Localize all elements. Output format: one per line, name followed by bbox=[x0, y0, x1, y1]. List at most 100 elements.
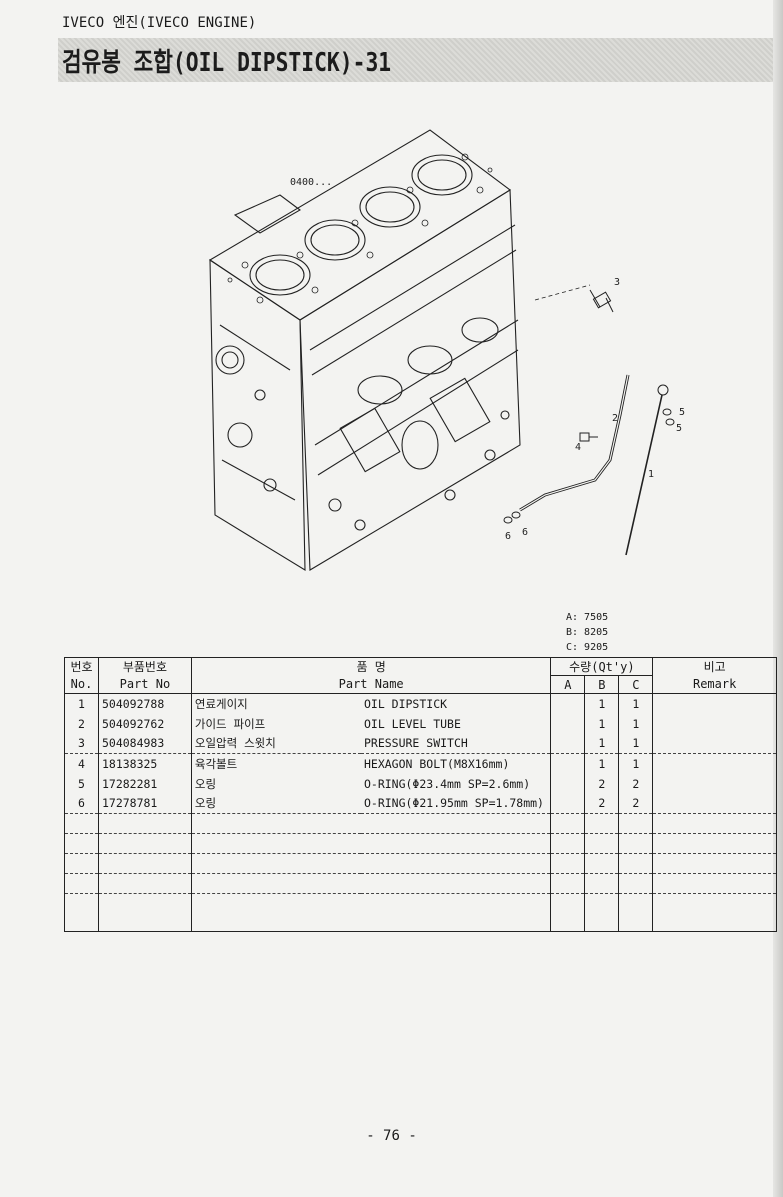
row-name-en: PRESSURE SWITCH bbox=[360, 733, 552, 754]
empty-row bbox=[64, 833, 777, 854]
empty-row bbox=[64, 873, 777, 894]
model-b: B: 8205 bbox=[566, 627, 609, 638]
row-part-no: 18138325 bbox=[97, 753, 192, 774]
row-qty-b: 1 bbox=[584, 693, 620, 714]
row-remark bbox=[652, 733, 777, 754]
model-c: C: 9205 bbox=[566, 642, 609, 653]
page-title: 검유봉 조합(OIL DIPSTICK)-31 bbox=[62, 48, 392, 78]
row-qty-c: 1 bbox=[618, 713, 654, 734]
callout-6b: 6 bbox=[522, 527, 528, 538]
category-header: IVECO 엔진(IVECO ENGINE) bbox=[62, 15, 257, 31]
engine-block-drawing: 0400... 1 2 3 4 5 5 6 6 bbox=[208, 129, 685, 571]
table-row: 3 504084983 오일압력 스윗치 PRESSURE SWITCH 1 1 bbox=[64, 733, 777, 754]
row-name-en: O-RING(Φ21.95mm SP=1.78mm) bbox=[360, 793, 552, 814]
row-name-ko: 오일압력 스윗치 bbox=[190, 733, 361, 754]
callout-5a: 5 bbox=[679, 407, 685, 418]
ref-label: 0400... bbox=[290, 177, 332, 188]
row-qty-b: 1 bbox=[584, 713, 620, 734]
page-edge-shadow bbox=[773, 0, 783, 1197]
cylinder-bore-4 bbox=[411, 154, 473, 196]
col-qty-a: A bbox=[550, 675, 586, 694]
oil-dipstick-part bbox=[625, 394, 663, 556]
row-no: 3 bbox=[64, 733, 99, 754]
table-row: 2 504092762 가이드 파이프 OIL LEVEL TUBE 1 1 bbox=[64, 713, 777, 734]
empty-row bbox=[64, 893, 777, 932]
row-part-no: 17278781 bbox=[97, 793, 192, 814]
row-name-ko: 연료게이지 bbox=[190, 693, 361, 714]
row-no: 4 bbox=[64, 753, 99, 774]
row-name-en: O-RING(Φ23.4mm SP=2.6mm) bbox=[360, 773, 552, 794]
row-remark bbox=[652, 713, 777, 734]
cylinder-bore-2 bbox=[304, 219, 366, 261]
row-qty-c: 1 bbox=[618, 693, 654, 714]
col-remark-en: Remark bbox=[652, 675, 777, 694]
row-name-ko: 오링 bbox=[190, 793, 361, 814]
row-remark bbox=[652, 773, 777, 794]
row-qty-c: 2 bbox=[618, 773, 654, 794]
table-row: 4 18138325 육각볼트 HEXAGON BOLT(M8X16mm) 1 … bbox=[64, 753, 777, 774]
parts-table: 번호 부품번호 품 명 수량(Qt'y) 비고 No. Part No Part… bbox=[64, 657, 777, 932]
empty-row bbox=[64, 813, 777, 834]
row-remark bbox=[652, 793, 777, 814]
cylinder-bore-1 bbox=[249, 254, 311, 296]
row-no: 6 bbox=[64, 793, 99, 814]
callout-2: 2 bbox=[612, 413, 618, 424]
hex-bolt-part bbox=[579, 432, 598, 442]
row-part-no: 504084983 bbox=[97, 733, 192, 754]
row-no: 2 bbox=[64, 713, 99, 734]
col-name-en: Part Name bbox=[190, 675, 552, 694]
row-qty-a bbox=[550, 753, 586, 774]
row-qty-a bbox=[550, 773, 586, 794]
col-no-ko: 번호 bbox=[64, 657, 99, 676]
row-name-ko: 육각볼트 bbox=[190, 753, 361, 774]
row-name-ko: 오링 bbox=[190, 773, 361, 794]
row-qty-a bbox=[550, 793, 586, 814]
row-name-en: HEXAGON BOLT(M8X16mm) bbox=[360, 753, 552, 774]
row-part-no: 504092762 bbox=[97, 713, 192, 734]
col-no-en: No. bbox=[64, 675, 99, 694]
cylinder-bore-3 bbox=[359, 186, 421, 228]
callout-6a: 6 bbox=[505, 531, 511, 542]
row-qty-b: 2 bbox=[584, 793, 620, 814]
pressure-switch-part bbox=[589, 289, 614, 313]
col-part-no-ko: 부품번호 bbox=[97, 657, 192, 676]
row-no: 1 bbox=[64, 693, 99, 714]
col-part-no-en: Part No bbox=[97, 675, 192, 694]
col-qty-c: C bbox=[618, 675, 654, 694]
row-qty-a bbox=[550, 693, 586, 714]
callout-4: 4 bbox=[575, 442, 581, 453]
table-row: 6 17278781 오링 O-RING(Φ21.95mm SP=1.78mm)… bbox=[64, 793, 777, 814]
page-number: - 76 - bbox=[366, 1128, 417, 1144]
callout-5b: 5 bbox=[676, 423, 682, 434]
model-legend: A: 7505 B: 8205 C: 9205 bbox=[566, 610, 608, 655]
row-part-no: 504092788 bbox=[97, 693, 192, 714]
row-remark bbox=[652, 693, 777, 714]
row-qty-c: 1 bbox=[618, 733, 654, 754]
row-qty-b: 2 bbox=[584, 773, 620, 794]
model-a: A: 7505 bbox=[566, 612, 609, 623]
empty-row bbox=[64, 853, 777, 874]
row-name-en: OIL DIPSTICK bbox=[360, 693, 552, 714]
row-qty-b: 1 bbox=[584, 733, 620, 754]
callout-3: 3 bbox=[614, 277, 620, 288]
col-name-ko: 품 명 bbox=[190, 657, 552, 676]
table-row: 1 504092788 연료게이지 OIL DIPSTICK 1 1 bbox=[64, 693, 777, 714]
title-band bbox=[58, 38, 773, 82]
block-top-face bbox=[208, 129, 511, 321]
col-qty-b: B bbox=[584, 675, 620, 694]
row-remark bbox=[652, 753, 777, 774]
callout-1: 1 bbox=[648, 469, 654, 480]
col-qty: 수량(Qt'y) bbox=[550, 657, 654, 676]
row-qty-c: 2 bbox=[618, 793, 654, 814]
row-no: 5 bbox=[64, 773, 99, 794]
row-qty-c: 1 bbox=[618, 753, 654, 774]
table-row: 5 17282281 오링 O-RING(Φ23.4mm SP=2.6mm) 2… bbox=[64, 773, 777, 794]
row-qty-a bbox=[550, 733, 586, 754]
row-part-no: 17282281 bbox=[97, 773, 192, 794]
oil-level-tube-part bbox=[519, 374, 630, 512]
row-qty-a bbox=[550, 713, 586, 734]
row-qty-b: 1 bbox=[584, 753, 620, 774]
col-remark-ko: 비고 bbox=[652, 657, 777, 676]
row-name-ko: 가이드 파이프 bbox=[190, 713, 361, 734]
